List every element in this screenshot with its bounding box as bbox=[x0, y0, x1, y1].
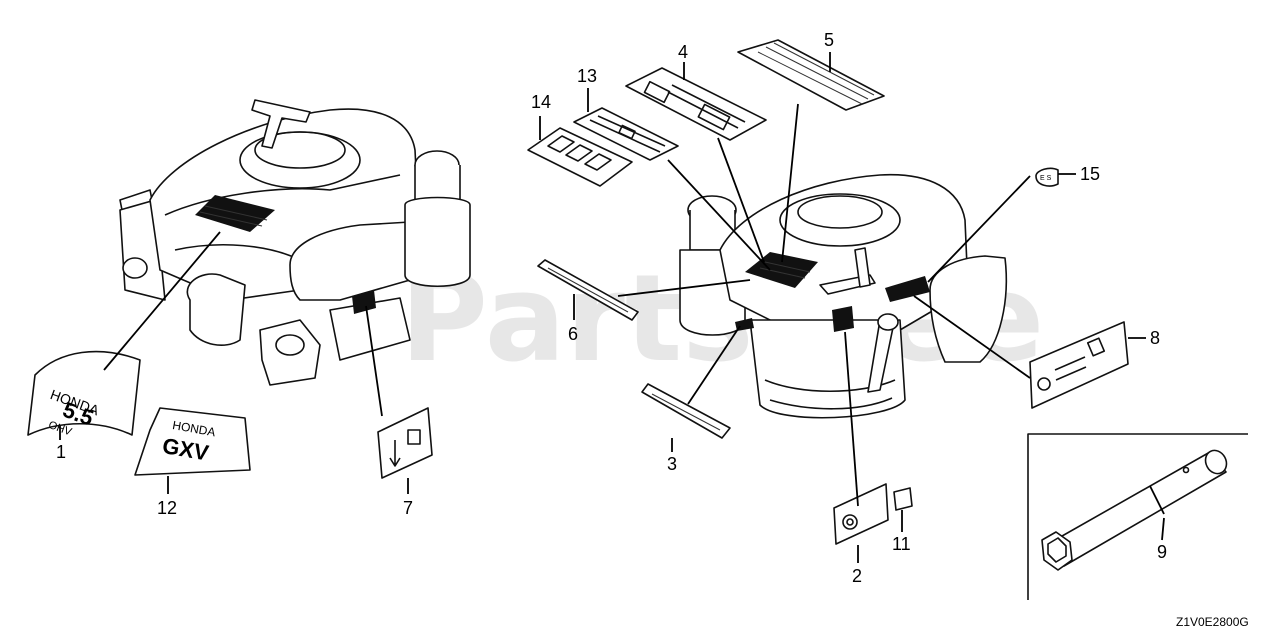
left-engine-illustration bbox=[119, 99, 471, 386]
leader-lines bbox=[59, 52, 1165, 563]
svg-text:E S: E S bbox=[1040, 175, 1052, 182]
callout-15: 15 bbox=[1080, 164, 1100, 184]
decal-part-5 bbox=[737, 39, 885, 111]
callout-11: 11 bbox=[892, 534, 911, 554]
drawing-code: Z1V0E2800G bbox=[1176, 615, 1249, 629]
decal-part-15: E S bbox=[1035, 167, 1059, 187]
decal-part-2 bbox=[833, 483, 889, 545]
callout-13: 13 bbox=[577, 66, 597, 86]
tool-inset-box bbox=[1027, 433, 1248, 600]
callout-1: 1 bbox=[56, 442, 66, 462]
callout-8: 8 bbox=[1150, 328, 1160, 348]
decal-part-14 bbox=[527, 127, 633, 187]
decal-part-11 bbox=[893, 487, 913, 511]
decal-part-1: HONDA 5.5 OHV bbox=[27, 350, 141, 439]
decal-part-4 bbox=[625, 67, 767, 141]
callout-6: 6 bbox=[568, 324, 578, 344]
decal-part-7 bbox=[377, 407, 433, 479]
decal-part-3 bbox=[641, 383, 731, 439]
callout-numbers: 1 2 3 4 5 6 7 8 9 11 12 13 14 15 bbox=[56, 30, 1167, 586]
callout-9: 9 bbox=[1157, 542, 1167, 562]
callout-3: 3 bbox=[667, 454, 677, 474]
callout-12: 12 bbox=[157, 498, 177, 518]
decal-part-12: HONDA GXV bbox=[134, 407, 251, 476]
callout-4: 4 bbox=[678, 42, 688, 62]
decal-part-8 bbox=[1029, 321, 1129, 409]
decal-part-13 bbox=[573, 107, 679, 161]
callout-7: 7 bbox=[403, 498, 413, 518]
callout-5: 5 bbox=[824, 30, 834, 50]
decal-part-6 bbox=[537, 259, 639, 321]
callout-14: 14 bbox=[531, 92, 551, 112]
right-engine-illustration bbox=[679, 173, 1008, 419]
callout-2: 2 bbox=[852, 566, 862, 586]
